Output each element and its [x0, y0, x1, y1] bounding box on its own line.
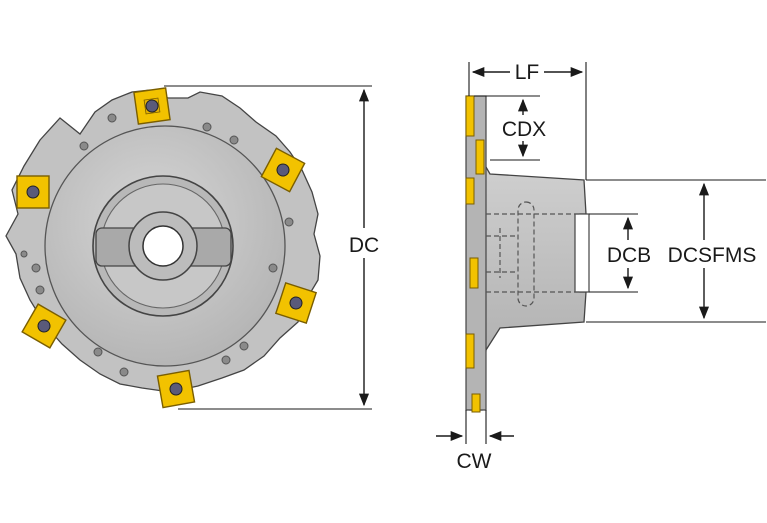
dc-label: DC — [349, 234, 379, 257]
dc-dimension: DC — [164, 85, 385, 410]
front-view — [5, 87, 321, 409]
cdx-dimension: CDX — [474, 95, 551, 161]
hub-profile — [469, 159, 587, 411]
insert-icon — [16, 87, 318, 409]
cdx-label: CDX — [502, 118, 546, 141]
bore-step — [574, 213, 590, 293]
hidden-lines — [486, 201, 580, 307]
dcb-dimension: DCB — [589, 213, 658, 293]
dcsfms-dimension: DCSFMS — [586, 179, 766, 323]
screw-icon — [20, 113, 294, 377]
dcsfms-label: DCSFMS — [668, 244, 757, 267]
side-view — [465, 95, 590, 413]
dcb-label: DCB — [607, 244, 651, 267]
center-bore — [142, 225, 184, 267]
cw-dimension: CW — [436, 410, 514, 473]
lf-dimension: LF — [468, 58, 587, 180]
lf-label: LF — [515, 61, 540, 84]
insert-icon — [465, 95, 485, 413]
cw-label: CW — [457, 450, 492, 473]
